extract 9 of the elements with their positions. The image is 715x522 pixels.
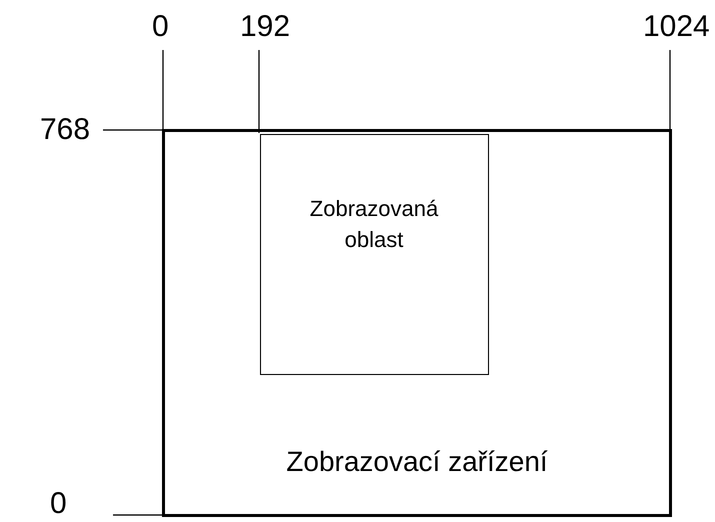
region-label: Zobrazovaná oblast: [308, 195, 440, 254]
axis-tick-label: 0: [152, 12, 169, 42]
area-label: Zobrazovací zařízení: [285, 445, 549, 479]
inner-rectangle: [260, 134, 489, 375]
axis-tick-label: 1024: [643, 12, 710, 42]
outer-rectangle: [162, 129, 672, 517]
axis-tick-label: 0: [50, 489, 67, 519]
axis-tick-label: 192: [240, 12, 290, 42]
axis-tick-label: 768: [40, 115, 90, 145]
